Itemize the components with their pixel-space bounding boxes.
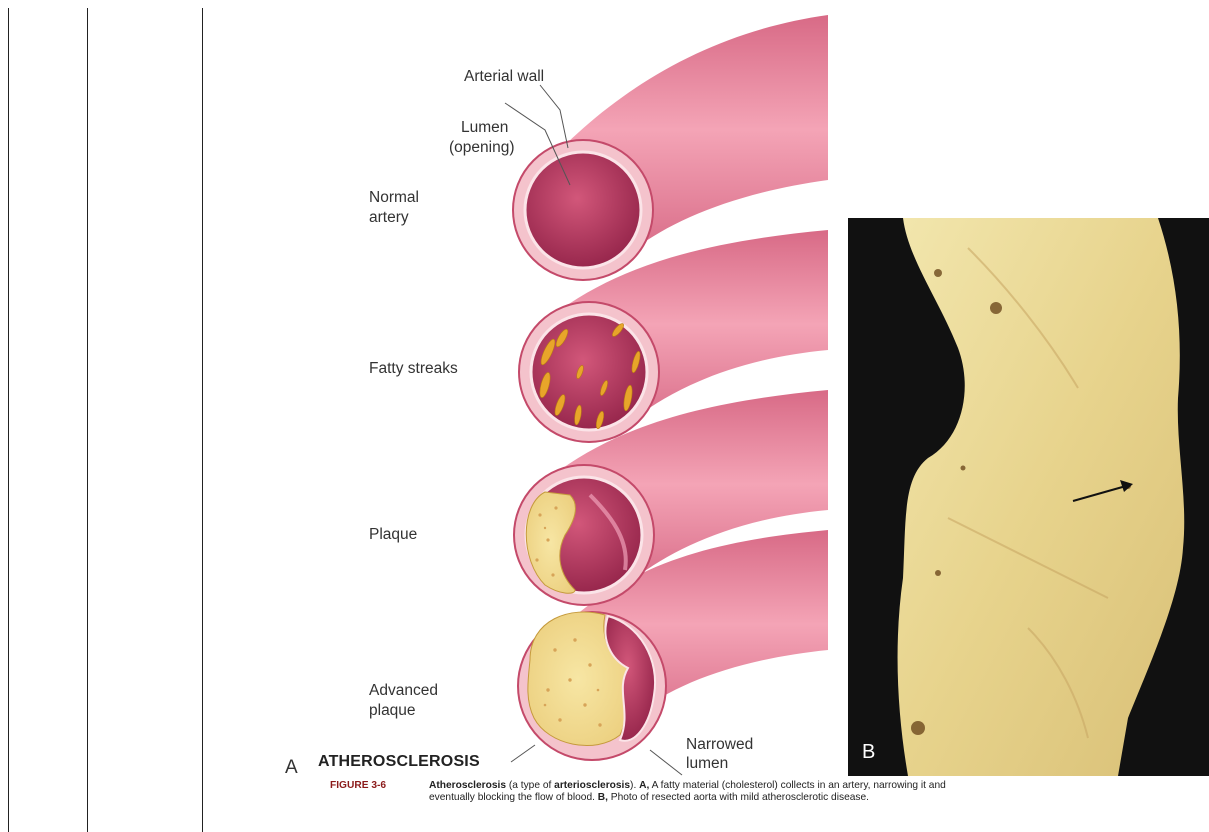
caption-text1: (a type of <box>506 780 554 791</box>
label-normal-line1: Normal <box>369 188 419 208</box>
label-advanced-line2: plaque <box>369 701 416 721</box>
label-normal-line2: artery <box>369 208 409 228</box>
advanced-plaque-cross-section <box>518 612 666 760</box>
label-narrowed-line1: Narrowed <box>686 735 753 755</box>
panel-b-letter: B <box>862 741 875 763</box>
label-lumen-sub: (opening) <box>449 138 515 158</box>
caption-b-text: Photo of resected aorta with mild athero… <box>608 792 869 803</box>
panel-a-letter: A <box>285 757 298 779</box>
figure-number: FIGURE 3-6 <box>330 780 429 792</box>
label-fatty-streaks: Fatty streaks <box>369 359 458 379</box>
aorta-photo: B <box>848 218 1209 776</box>
label-plaque: Plaque <box>369 525 417 545</box>
caption-a-label: A, <box>639 780 649 791</box>
label-narrowed-line2: lumen <box>686 754 728 774</box>
caption-a-text: A fatty material (cholesterol) collects … <box>649 780 946 791</box>
caption-line2: eventually blocking the flow of blood. B… <box>330 792 1190 804</box>
normal-artery-cross-section <box>513 140 653 280</box>
label-lumen: Lumen <box>461 118 508 138</box>
fatty-streaks-cross-section <box>519 302 659 442</box>
caption-term: Atherosclerosis <box>429 780 506 791</box>
caption-text2: ). <box>630 780 639 791</box>
label-advanced-line1: Advanced <box>369 681 438 701</box>
caption-line2-text: eventually blocking the flow of blood. <box>429 792 598 803</box>
label-atherosclerosis: ATHEROSCLEROSIS <box>318 753 480 771</box>
caption-b-label: B, <box>598 792 608 803</box>
label-arterial-wall: Arterial wall <box>464 67 544 87</box>
plaque-cross-section <box>514 465 654 605</box>
caption-term2: arteriosclerosis <box>554 780 630 791</box>
